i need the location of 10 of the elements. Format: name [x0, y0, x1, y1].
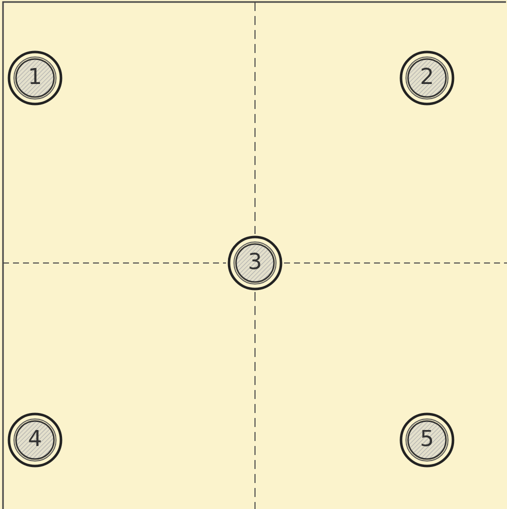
numbered-circle: [7, 412, 63, 468]
circle-number: 5: [419, 426, 435, 454]
circle-number: 1: [27, 64, 43, 92]
numbered-circle: [399, 50, 455, 106]
numbered-circle: [7, 50, 63, 106]
circle-number: 4: [27, 426, 43, 454]
numbered-circle: [227, 235, 283, 291]
circle-number: 2: [419, 64, 435, 92]
numbered-circle: [399, 412, 455, 468]
circle-number: 3: [247, 249, 263, 277]
